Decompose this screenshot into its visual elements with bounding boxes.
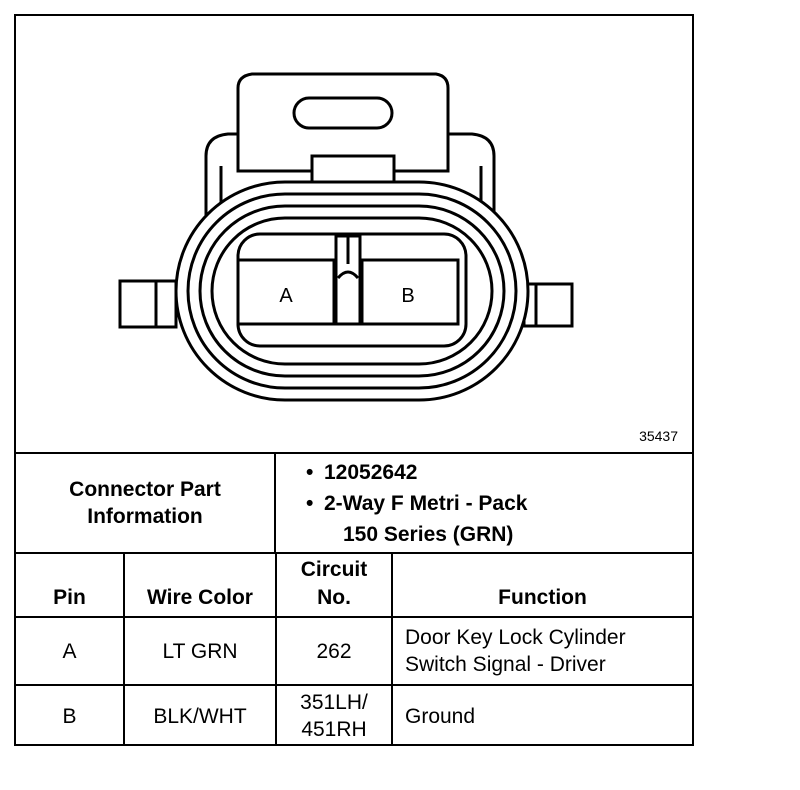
header-circuit: Circuit No.	[275, 552, 393, 618]
header-circuit-line2: No.	[317, 586, 351, 609]
pin-table-container: Pin Wire Color Circuit No. Function A LT…	[16, 552, 692, 746]
row-function: Door Key Lock Cylinder Switch Signal - D…	[391, 616, 692, 686]
row-function: Ground	[391, 684, 692, 746]
right-tab	[522, 282, 574, 328]
header-function: Function	[391, 552, 692, 618]
table-header-row: Pin Wire Color Circuit No. Function	[16, 552, 692, 618]
row-function-line2: Switch Signal - Driver	[405, 653, 606, 676]
row-circuit: 262	[275, 616, 393, 686]
part-info-details: • 12052642 • 2-Way F Metri - Pack 150 Se…	[278, 454, 692, 555]
row-wire-color: BLK/WHT	[123, 684, 277, 746]
bullet-dot: •	[306, 492, 314, 515]
part-info-label-line1: Connector Part	[69, 478, 221, 501]
part-info-row: Connector Part Information • 12052642 • …	[16, 452, 692, 552]
row-circuit: 351LH/ 451RH	[275, 684, 393, 746]
pin-a-label: A	[279, 285, 293, 307]
part-number: 12052642	[324, 461, 418, 484]
part-info-label: Connector Part Information	[16, 454, 276, 552]
bullet-dot: •	[306, 461, 314, 484]
row-pin: A	[16, 616, 125, 686]
latch-slot	[292, 96, 394, 130]
row-function-line1: Door Key Lock Cylinder	[405, 626, 626, 649]
terminal-b	[360, 258, 460, 326]
description-item: • 2-Way F Metri - Pack	[278, 488, 692, 519]
connector-illustration: A B 35437	[16, 16, 692, 452]
description-line1: 2-Way F Metri - Pack	[324, 492, 528, 515]
table-row: A LT GRN 262 Door Key Lock Cylinder Swit…	[16, 616, 692, 686]
center-key	[334, 234, 362, 326]
row-circuit-line1: 351LH/	[300, 691, 368, 714]
row-pin: B	[16, 684, 125, 746]
connector-drawing: A B	[118, 72, 574, 402]
row-circuit-line2: 451RH	[301, 718, 367, 741]
header-pin: Pin	[16, 552, 125, 618]
part-number-item: • 12052642	[278, 457, 692, 488]
part-info-label-line2: Information	[87, 505, 203, 528]
description-line2: 150 Series (GRN)	[343, 523, 514, 546]
header-circuit-line1: Circuit	[300, 558, 368, 581]
table-row: B BLK/WHT 351LH/ 451RH Ground	[16, 684, 692, 746]
left-tab	[118, 279, 178, 329]
terminal-a	[236, 258, 336, 326]
pin-b-label: B	[401, 285, 414, 307]
header-wire-color: Wire Color	[123, 552, 277, 618]
row-wire-color: LT GRN	[123, 616, 277, 686]
pin-table: Pin Wire Color Circuit No. Function A LT…	[16, 552, 692, 746]
figure-number: 35437	[639, 428, 678, 444]
connector-sheet: A B 35437 Connector Part Information • 1…	[14, 14, 694, 746]
